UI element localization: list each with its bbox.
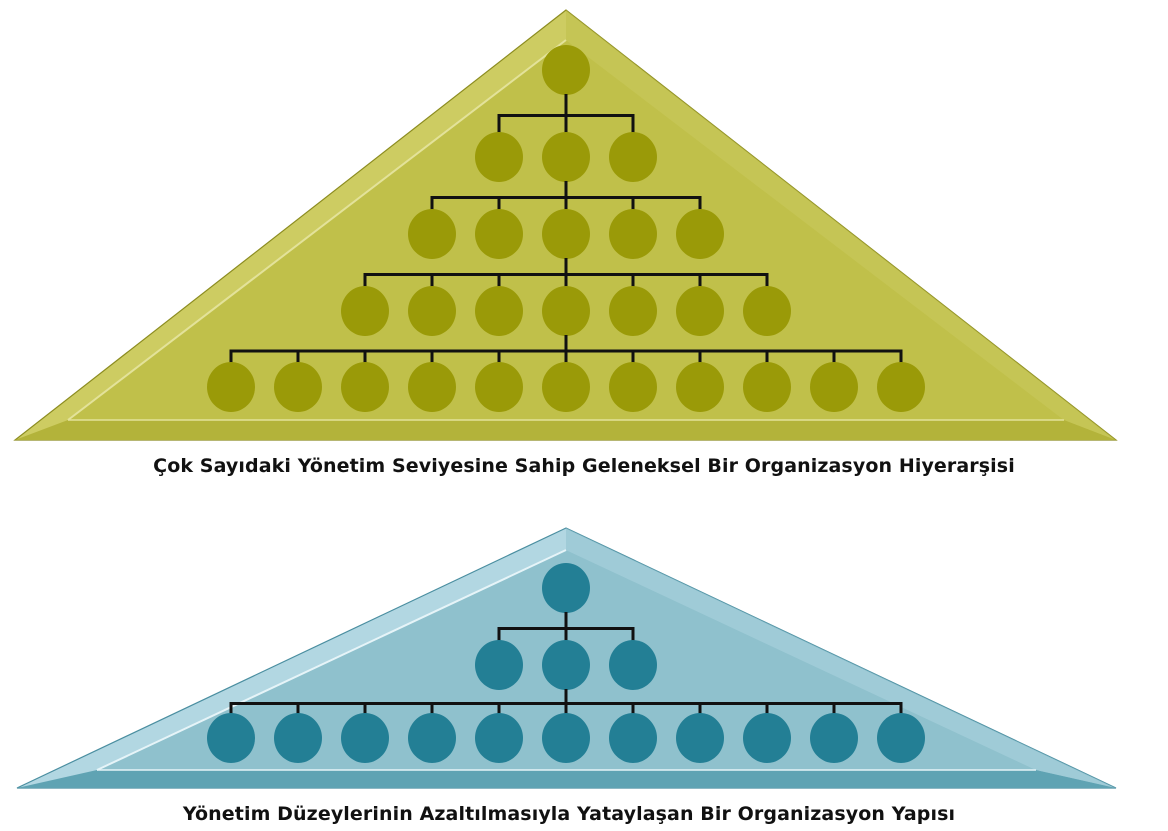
org-node <box>609 640 657 690</box>
org-node <box>676 286 724 336</box>
org-node <box>475 362 523 412</box>
org-node <box>274 362 322 412</box>
flat-hierarchy-pyramid <box>16 527 1117 789</box>
pyramid-bevel-right <box>566 528 1116 788</box>
org-node <box>475 132 523 182</box>
org-node <box>810 713 858 763</box>
pyramid-highlight <box>96 549 567 771</box>
org-node <box>743 362 791 412</box>
org-node <box>475 713 523 763</box>
org-node <box>676 209 724 259</box>
org-node <box>542 286 590 336</box>
org-node <box>609 209 657 259</box>
org-node <box>542 209 590 259</box>
org-node <box>609 362 657 412</box>
org-node <box>542 132 590 182</box>
org-node <box>877 713 925 763</box>
org-node <box>207 713 255 763</box>
org-node <box>542 45 590 95</box>
org-node <box>609 132 657 182</box>
org-node <box>542 713 590 763</box>
org-node <box>341 362 389 412</box>
org-node <box>341 286 389 336</box>
pyramid-bevel-bottom <box>15 420 1116 440</box>
pyramid-bevel-bottom <box>17 770 1116 788</box>
traditional-hierarchy-pyramid <box>13 9 1118 441</box>
org-node <box>475 640 523 690</box>
org-node <box>810 362 858 412</box>
org-node <box>408 362 456 412</box>
pyramid-highlight <box>67 39 567 421</box>
flat-hierarchy-caption: Yönetim Düzeylerinin Azaltılmasıyla Yata… <box>182 803 956 825</box>
pyramid-bevel-right <box>566 10 1116 440</box>
org-node <box>274 713 322 763</box>
org-node <box>609 286 657 336</box>
org-node <box>207 362 255 412</box>
org-node <box>542 640 590 690</box>
traditional-hierarchy-caption: Çok Sayıdaki Yönetim Seviyesine Sahip Ge… <box>153 455 1015 477</box>
org-node <box>676 362 724 412</box>
org-node <box>542 563 590 613</box>
org-node <box>475 286 523 336</box>
org-node <box>676 713 724 763</box>
org-node <box>609 713 657 763</box>
org-node <box>877 362 925 412</box>
org-node <box>743 713 791 763</box>
org-node <box>408 713 456 763</box>
org-node <box>341 713 389 763</box>
org-node <box>743 286 791 336</box>
org-node <box>408 209 456 259</box>
org-node <box>408 286 456 336</box>
org-node <box>542 362 590 412</box>
org-node <box>475 209 523 259</box>
